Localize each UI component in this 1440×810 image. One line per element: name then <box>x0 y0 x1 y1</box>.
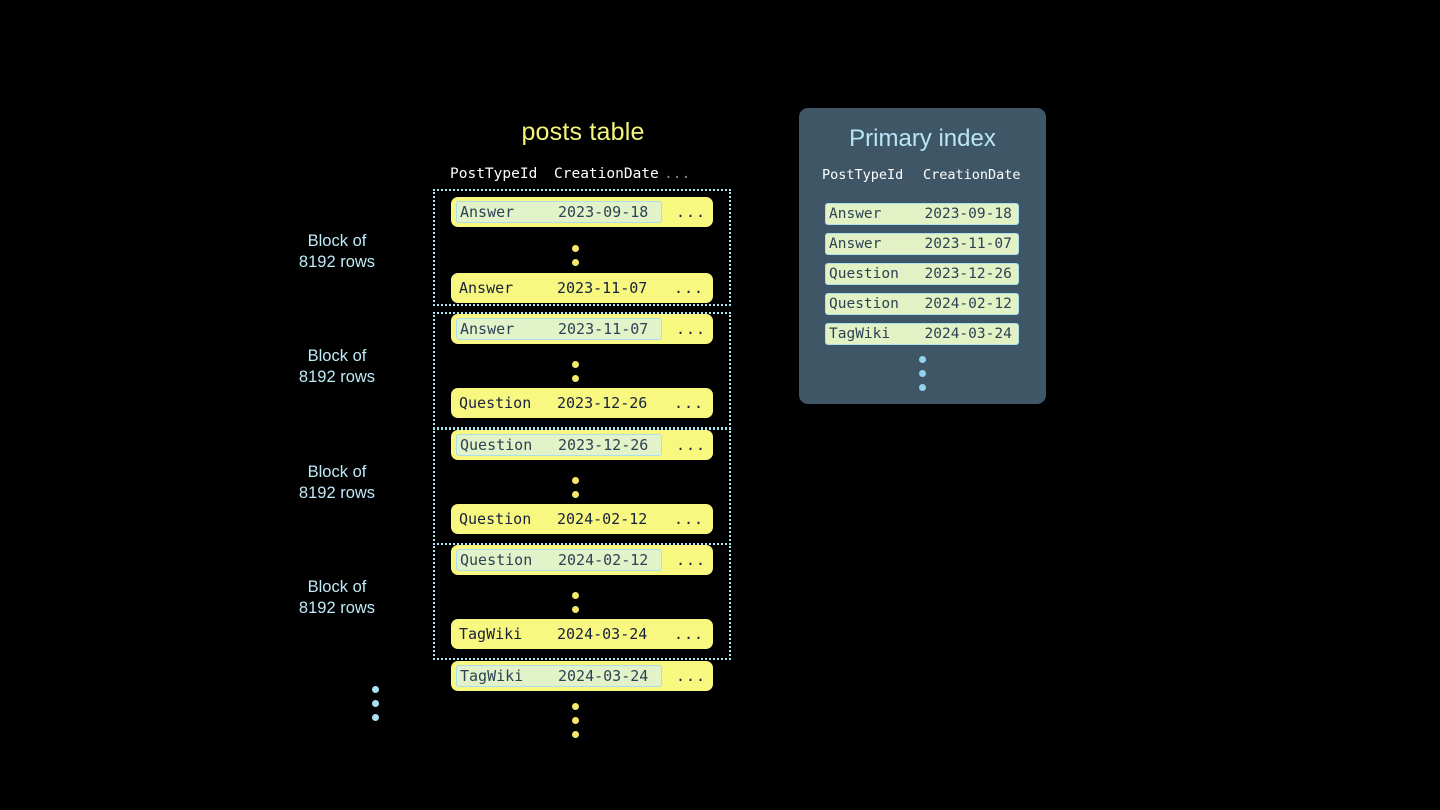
table-continuation-dots <box>572 703 579 738</box>
row-cells: TagWiki 2024-03-24 <box>456 665 662 687</box>
cell-posttypeid: Question <box>460 551 533 569</box>
cell-ellipsis: ... <box>674 625 705 643</box>
cell-ellipsis: ... <box>674 510 705 528</box>
row-cells: Question 2023-12-26 <box>456 392 660 414</box>
dot <box>572 361 579 368</box>
cell-posttypeid: Question <box>459 394 532 412</box>
index-cell-creationdate: 2023-09-18 <box>924 206 1012 222</box>
row-cells: TagWiki 2024-03-24 <box>456 623 660 645</box>
table-row[interactable]: Answer 2023-11-07 ... <box>451 273 713 303</box>
index-cell-creationdate: 2023-12-26 <box>924 266 1012 282</box>
cell-ellipsis: ... <box>676 320 707 338</box>
dot <box>572 245 579 252</box>
table-row[interactable]: Answer 2023-11-07 ... <box>451 314 713 344</box>
index-row[interactable]: Question 2024-02-12 <box>825 293 1019 315</box>
dot <box>572 606 579 613</box>
index-column-header-posttypeid: PostTypeId <box>822 167 904 183</box>
block-label-4: Block of 8192 rows <box>298 578 376 617</box>
cell-ellipsis: ... <box>676 436 707 454</box>
cell-posttypeid: Answer <box>459 279 514 297</box>
table-row[interactable]: Question 2023-12-26 ... <box>451 430 713 460</box>
block-frame-4 <box>433 543 731 660</box>
cell-creationdate: 2023-11-07 <box>557 279 648 297</box>
block-label-2: Block of 8192 rows <box>298 347 376 386</box>
cell-creationdate: 2023-11-07 <box>558 320 649 338</box>
dot <box>572 259 579 266</box>
dot <box>572 477 579 484</box>
cell-ellipsis: ... <box>674 279 705 297</box>
table-row[interactable]: Question 2024-02-12 ... <box>451 545 713 575</box>
cell-creationdate: 2024-02-12 <box>558 551 649 569</box>
cell-creationdate: 2023-09-18 <box>558 203 649 221</box>
cell-creationdate: 2024-02-12 <box>557 510 648 528</box>
index-row[interactable]: Answer 2023-09-18 <box>825 203 1019 225</box>
cell-ellipsis: ... <box>676 551 707 569</box>
index-cell-posttypeid: TagWiki <box>829 326 891 342</box>
dot <box>919 356 926 363</box>
cell-posttypeid: Question <box>460 436 533 454</box>
cell-posttypeid: Answer <box>460 203 515 221</box>
dot <box>572 717 579 724</box>
index-row[interactable]: TagWiki 2024-03-24 <box>825 323 1019 345</box>
cell-posttypeid: TagWiki <box>459 625 523 643</box>
index-row[interactable]: Question 2023-12-26 <box>825 263 1019 285</box>
cell-posttypeid: Answer <box>460 320 515 338</box>
row-cells: Answer 2023-11-07 <box>456 277 660 299</box>
index-row[interactable]: Answer 2023-11-07 <box>825 233 1019 255</box>
index-cell-posttypeid: Question <box>829 266 899 282</box>
row-cells: Question 2024-02-12 <box>456 508 660 530</box>
index-cell-creationdate: 2024-03-24 <box>924 326 1012 342</box>
dot <box>572 731 579 738</box>
cell-ellipsis: ... <box>674 394 705 412</box>
column-header-ellipsis: ... <box>664 166 691 182</box>
primary-index-column-headers: PostTypeId CreationDate <box>822 167 1027 183</box>
dot <box>919 370 926 377</box>
table-row[interactable]: Question 2024-02-12 ... <box>451 504 713 534</box>
row-cells: Question 2024-02-12 <box>456 549 662 571</box>
cell-ellipsis: ... <box>676 203 707 221</box>
dot <box>572 592 579 599</box>
column-header-posttypeid: PostTypeId <box>450 166 538 182</box>
dot <box>372 700 379 707</box>
cell-posttypeid: Question <box>459 510 532 528</box>
table-row[interactable]: Answer 2023-09-18 ... <box>451 197 713 227</box>
cell-posttypeid: TagWiki <box>460 667 524 685</box>
table-row[interactable]: TagWiki 2024-03-24 ... <box>451 661 713 691</box>
cell-creationdate: 2023-12-26 <box>558 436 649 454</box>
primary-index-title: Primary index <box>849 125 996 152</box>
dot <box>372 686 379 693</box>
cell-creationdate: 2024-03-24 <box>557 625 648 643</box>
block-label-1: Block of 8192 rows <box>298 232 376 271</box>
block-continuation-dots <box>372 686 379 721</box>
primary-index-panel: Primary index PostTypeId CreationDate An… <box>799 108 1046 404</box>
index-cell-posttypeid: Answer <box>829 236 882 252</box>
block-frame-1 <box>433 189 731 306</box>
dot <box>572 703 579 710</box>
dot <box>572 491 579 498</box>
posts-table-title: posts table <box>521 118 645 146</box>
cell-ellipsis: ... <box>676 667 707 685</box>
index-cell-creationdate: 2023-11-07 <box>924 236 1012 252</box>
index-continuation-dots <box>799 356 1046 391</box>
cell-creationdate: 2023-12-26 <box>557 394 648 412</box>
posts-table-column-headers: PostTypeId CreationDate ... <box>450 166 715 182</box>
table-row[interactable]: Question 2023-12-26 ... <box>451 388 713 418</box>
dot <box>572 375 579 382</box>
cell-creationdate: 2024-03-24 <box>558 667 649 685</box>
index-column-header-creationdate: CreationDate <box>923 167 1021 183</box>
table-row[interactable]: TagWiki 2024-03-24 ... <box>451 619 713 649</box>
column-header-creationdate: CreationDate <box>554 166 659 182</box>
index-cell-posttypeid: Question <box>829 296 899 312</box>
row-cells: Answer 2023-09-18 <box>456 201 662 223</box>
dot <box>919 384 926 391</box>
row-cells: Question 2023-12-26 <box>456 434 662 456</box>
index-cell-creationdate: 2024-02-12 <box>924 296 1012 312</box>
dot <box>372 714 379 721</box>
block-label-3: Block of 8192 rows <box>298 463 376 502</box>
row-cells: Answer 2023-11-07 <box>456 318 662 340</box>
index-cell-posttypeid: Answer <box>829 206 882 222</box>
